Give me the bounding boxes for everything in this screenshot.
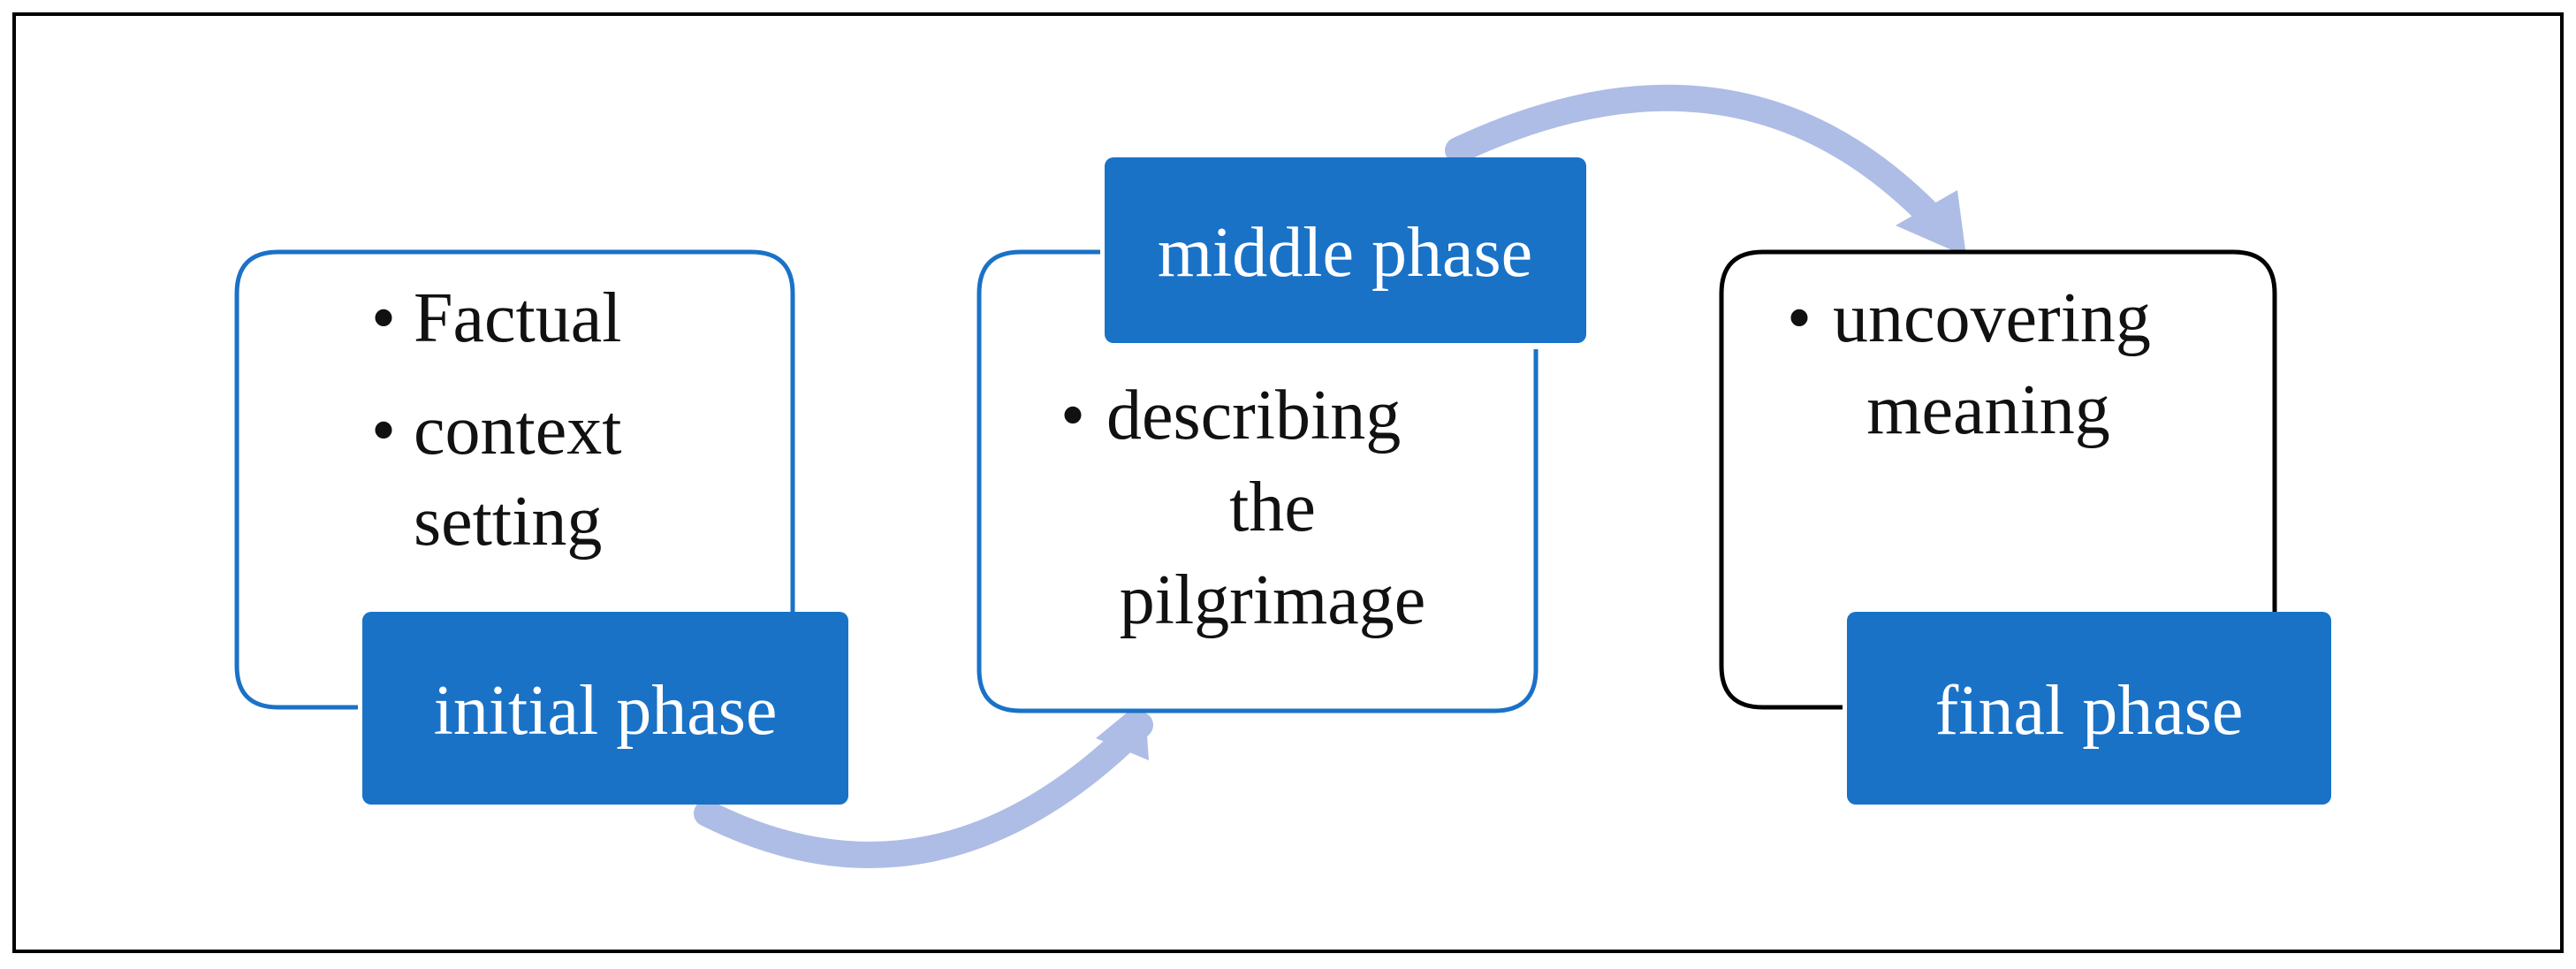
phase-final: final phase • uncovering meaning	[1719, 249, 2331, 805]
arrow-middle-to-final-head	[1896, 190, 1966, 256]
phase-initial-bullet-context-cont: setting	[414, 483, 602, 561]
phase-initial-title-box	[362, 612, 848, 805]
phase-middle-content-box	[976, 249, 1539, 713]
arrow-initial-to-middle	[694, 712, 1153, 868]
phase-initial: initial phase • Factual • context settin…	[234, 249, 848, 805]
phase-middle-bullet-line2: the	[1229, 469, 1316, 546]
arrow-initial-to-middle-head	[1096, 698, 1149, 760]
phase-final-content-box	[1719, 249, 2277, 710]
bullet-marker: •	[371, 279, 396, 357]
bullet-marker: •	[1060, 377, 1085, 454]
phase-middle-title-box	[1105, 157, 1586, 343]
phase-initial-bullet-context: context	[414, 392, 621, 469]
phase-initial-title: initial phase	[434, 672, 778, 750]
phase-middle-bullet-line3: pilgrimage	[1120, 561, 1426, 639]
arrow-middle-to-final	[1445, 84, 1949, 234]
phase-final-bullet-line2: meaning	[1866, 371, 2109, 449]
bullet-marker: •	[1787, 279, 1812, 357]
bullet-marker: •	[371, 392, 396, 469]
phase-middle: middle phase • describing the pilgrimage	[976, 157, 1586, 713]
phase-final-title-box	[1847, 612, 2331, 805]
phase-final-title: final phase	[1935, 672, 2244, 750]
phase-middle-title: middle phase	[1158, 214, 1532, 292]
phase-initial-content-box	[234, 249, 795, 710]
phase-initial-bullet-factual: Factual	[414, 279, 621, 357]
phase-final-bullet-line1: uncovering	[1833, 279, 2151, 357]
phase-middle-bullet-line1: describing	[1106, 377, 1401, 454]
